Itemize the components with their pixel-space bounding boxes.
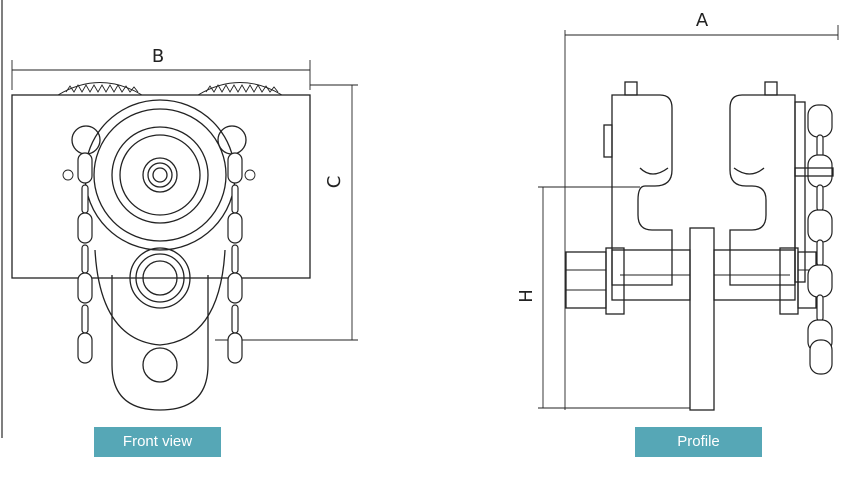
front-view-drawing: B C xyxy=(11,46,358,411)
dimension-label-b: B xyxy=(152,46,164,67)
front-view-caption: Front view xyxy=(94,427,221,457)
profile-view-drawing: A H xyxy=(516,10,839,411)
dimension-label-h: H xyxy=(516,289,537,303)
dimension-label-a: A xyxy=(696,10,709,31)
profile-caption: Profile xyxy=(635,427,762,457)
dimension-label-c: C xyxy=(324,176,345,189)
